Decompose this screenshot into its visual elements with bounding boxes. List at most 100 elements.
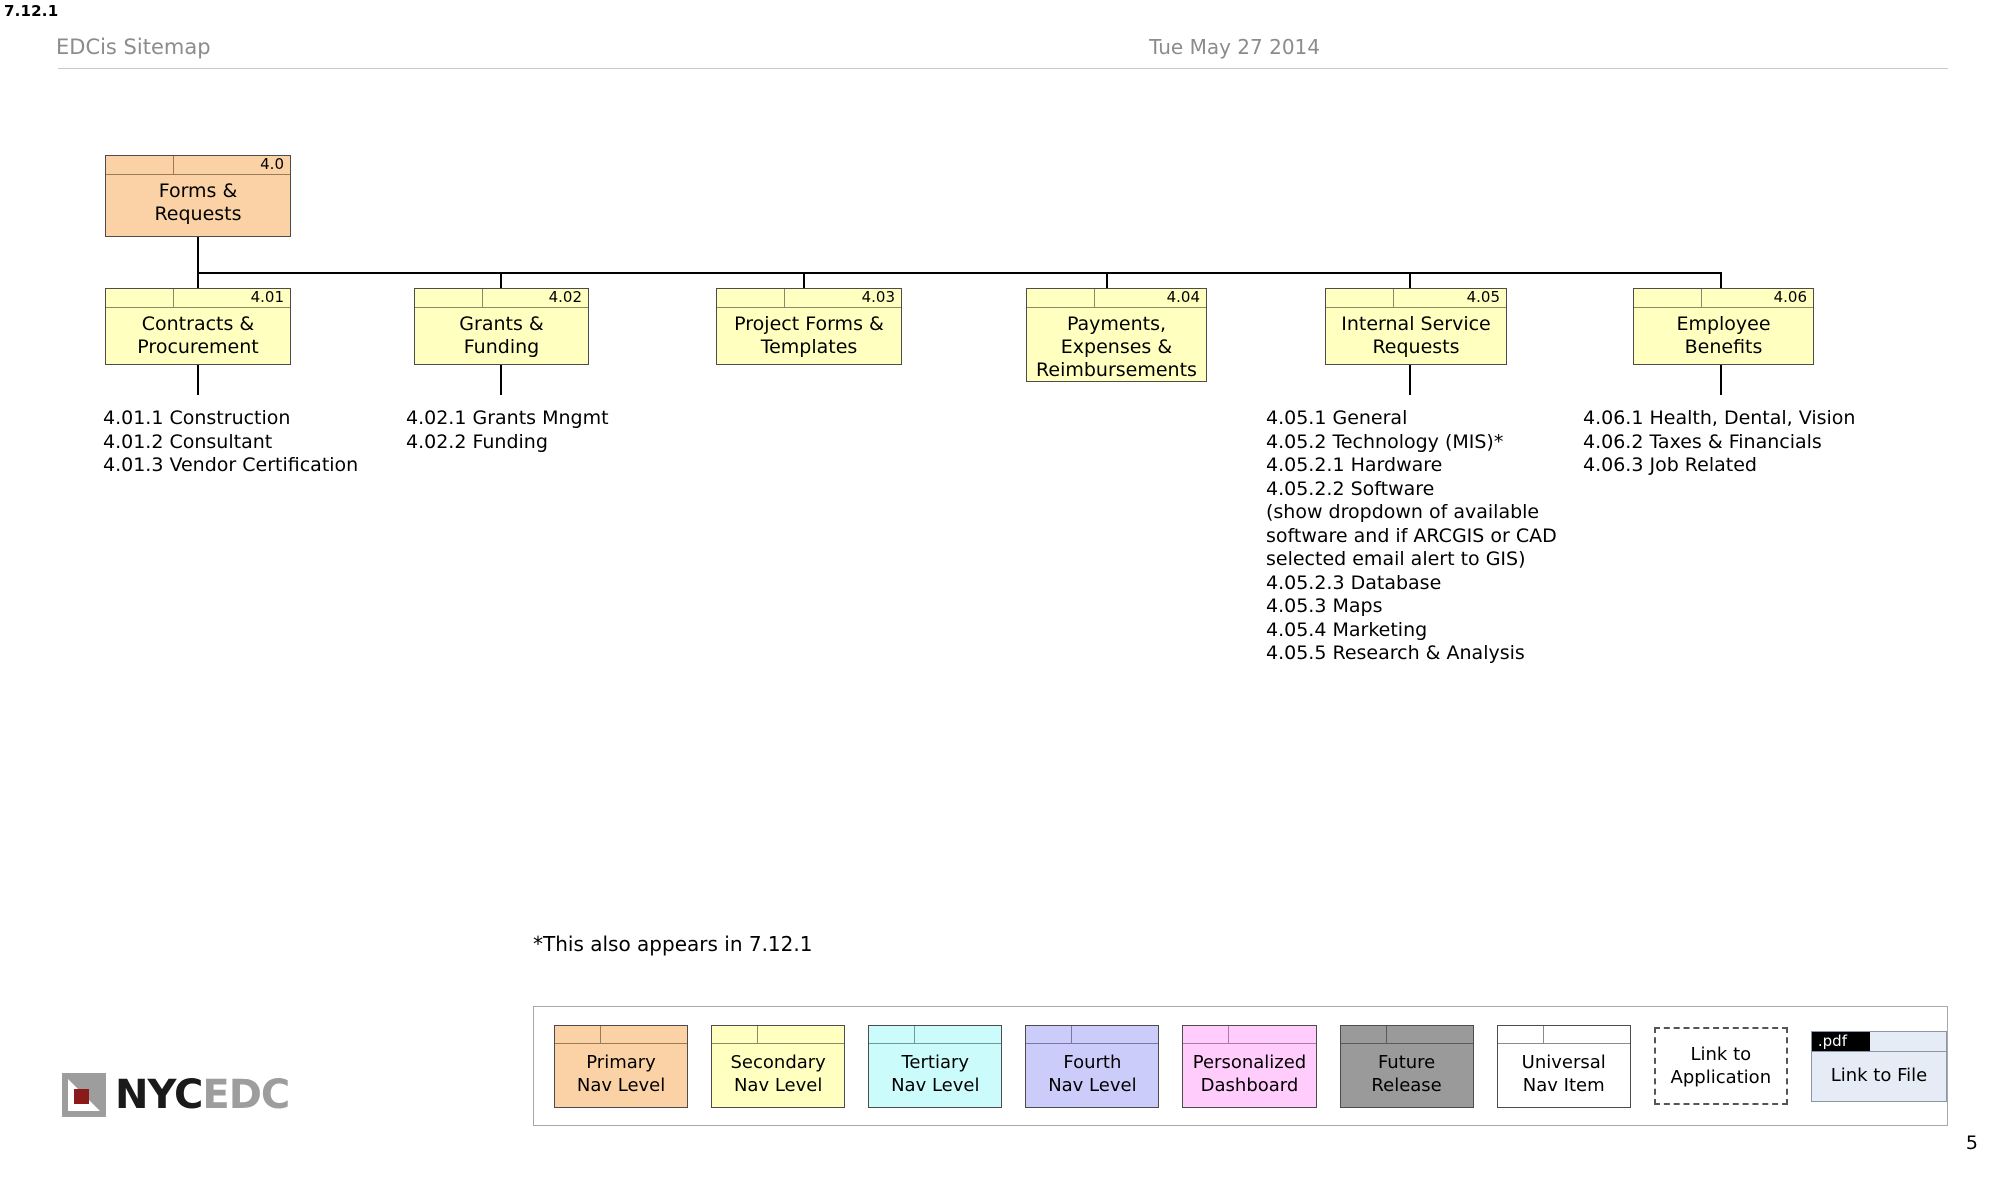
node-header: 4.0 <box>106 156 290 175</box>
legend-item-link-to-file: .pdf Link to File <box>1810 1030 1947 1102</box>
node-header: 4.04 <box>1027 289 1206 308</box>
legend-header-left-cell <box>1183 1025 1230 1043</box>
legend-header-right-cell <box>1544 1026 1630 1043</box>
legend-header-left-cell <box>555 1025 601 1043</box>
legend-swatch-header <box>555 1025 688 1044</box>
node-id: 4.02 <box>548 288 582 306</box>
file-header-rest <box>1869 1031 1946 1051</box>
node-id: 4.04 <box>1166 288 1200 306</box>
node-header: 4.05 <box>1326 289 1506 308</box>
node-header: 4.03 <box>717 289 901 308</box>
nycedc-logo: NYCEDC <box>62 1072 290 1118</box>
node-header-left-cell <box>717 289 785 307</box>
node-id: 4.05 <box>1466 288 1500 306</box>
node-id: 4.0 <box>260 155 284 173</box>
legend-header-left-cell <box>1498 1025 1544 1043</box>
node-4-0[interactable]: 4.0 Forms &Requests <box>105 155 291 237</box>
connector-tail-4-02 <box>500 365 502 395</box>
wordmark-edc: EDC <box>202 1072 290 1118</box>
connector-bus <box>197 272 1722 274</box>
connector-tail-4-06 <box>1720 365 1722 395</box>
node-label: Forms &Requests <box>154 180 242 225</box>
node-label: Project Forms &Templates <box>734 313 884 358</box>
legend-header-left-cell <box>1026 1025 1073 1043</box>
legend-header-right-cell <box>915 1026 1001 1043</box>
connector-drop-4-05 <box>1409 272 1411 300</box>
node-id: 4.03 <box>861 288 895 306</box>
legend-swatch-header <box>712 1025 845 1044</box>
legend-swatch-header <box>1026 1025 1159 1044</box>
node-header-left-cell <box>106 289 174 307</box>
nycedc-wordmark: NYCEDC <box>115 1072 290 1118</box>
node-label: Contracts &Procurement <box>137 313 259 358</box>
legend-header-right-cell <box>1229 1026 1315 1043</box>
page-number: 5 <box>1965 1132 1978 1154</box>
node-header: 4.06 <box>1634 289 1813 308</box>
connector-drop-4-04 <box>1106 272 1108 300</box>
node-label: Grants &Funding <box>459 313 544 358</box>
document-code: 7.12.1 <box>4 2 59 20</box>
node-header-left-cell <box>1634 289 1702 307</box>
header-date: Tue May 27 2014 <box>1149 35 1320 59</box>
legend-swatch-header <box>1340 1025 1473 1044</box>
header-divider <box>58 68 1948 69</box>
file-extension-tag: .pdf <box>1811 1031 1870 1051</box>
node-4-03[interactable]: 4.03 Project Forms &Templates <box>716 288 902 365</box>
page-title: EDCis Sitemap <box>56 35 211 59</box>
logo-red-square <box>74 1089 89 1104</box>
connector-drop-4-03 <box>803 272 805 300</box>
legend-header-right-cell <box>758 1026 844 1043</box>
node-4-04[interactable]: 4.04 Payments,Expenses &Reimbursements <box>1026 288 1207 382</box>
legend-header-left-cell <box>869 1025 916 1043</box>
legend-label: Link to File <box>1830 1064 1928 1086</box>
file-type-header: .pdf <box>1811 1031 1946 1052</box>
footnote: *This also appears in 7.12.1 <box>533 932 813 956</box>
connector-tail-4-01 <box>197 365 199 395</box>
node-4-02[interactable]: 4.02 Grants &Funding <box>414 288 589 365</box>
node-id: 4.06 <box>1773 288 1807 306</box>
legend-header-right-cell <box>601 1026 687 1043</box>
node-header: 4.02 <box>415 289 588 308</box>
connector-drop-4-02 <box>500 272 502 300</box>
legend-header-left-cell <box>1341 1025 1387 1043</box>
nycedc-logo-mark-icon <box>62 1073 106 1117</box>
node-header-left-cell <box>415 289 483 307</box>
node-4-01[interactable]: 4.01 Contracts &Procurement <box>105 288 291 365</box>
node-id: 4.01 <box>250 288 284 306</box>
connector-drop-4-06 <box>1720 272 1722 300</box>
connector-tail-4-05 <box>1409 365 1411 395</box>
legend-header-left-cell <box>712 1025 759 1043</box>
connector-drop-4-01 <box>197 272 199 300</box>
node-header-left-cell <box>1326 289 1394 307</box>
node-header: 4.01 <box>106 289 290 308</box>
legend-swatch-header <box>869 1025 1002 1044</box>
legend-swatch-header <box>1497 1025 1630 1044</box>
node-header-left-cell <box>1027 289 1095 307</box>
node-label: Payments,Expenses &Reimbursements <box>1036 313 1197 381</box>
legend-swatch-header <box>1183 1025 1316 1044</box>
